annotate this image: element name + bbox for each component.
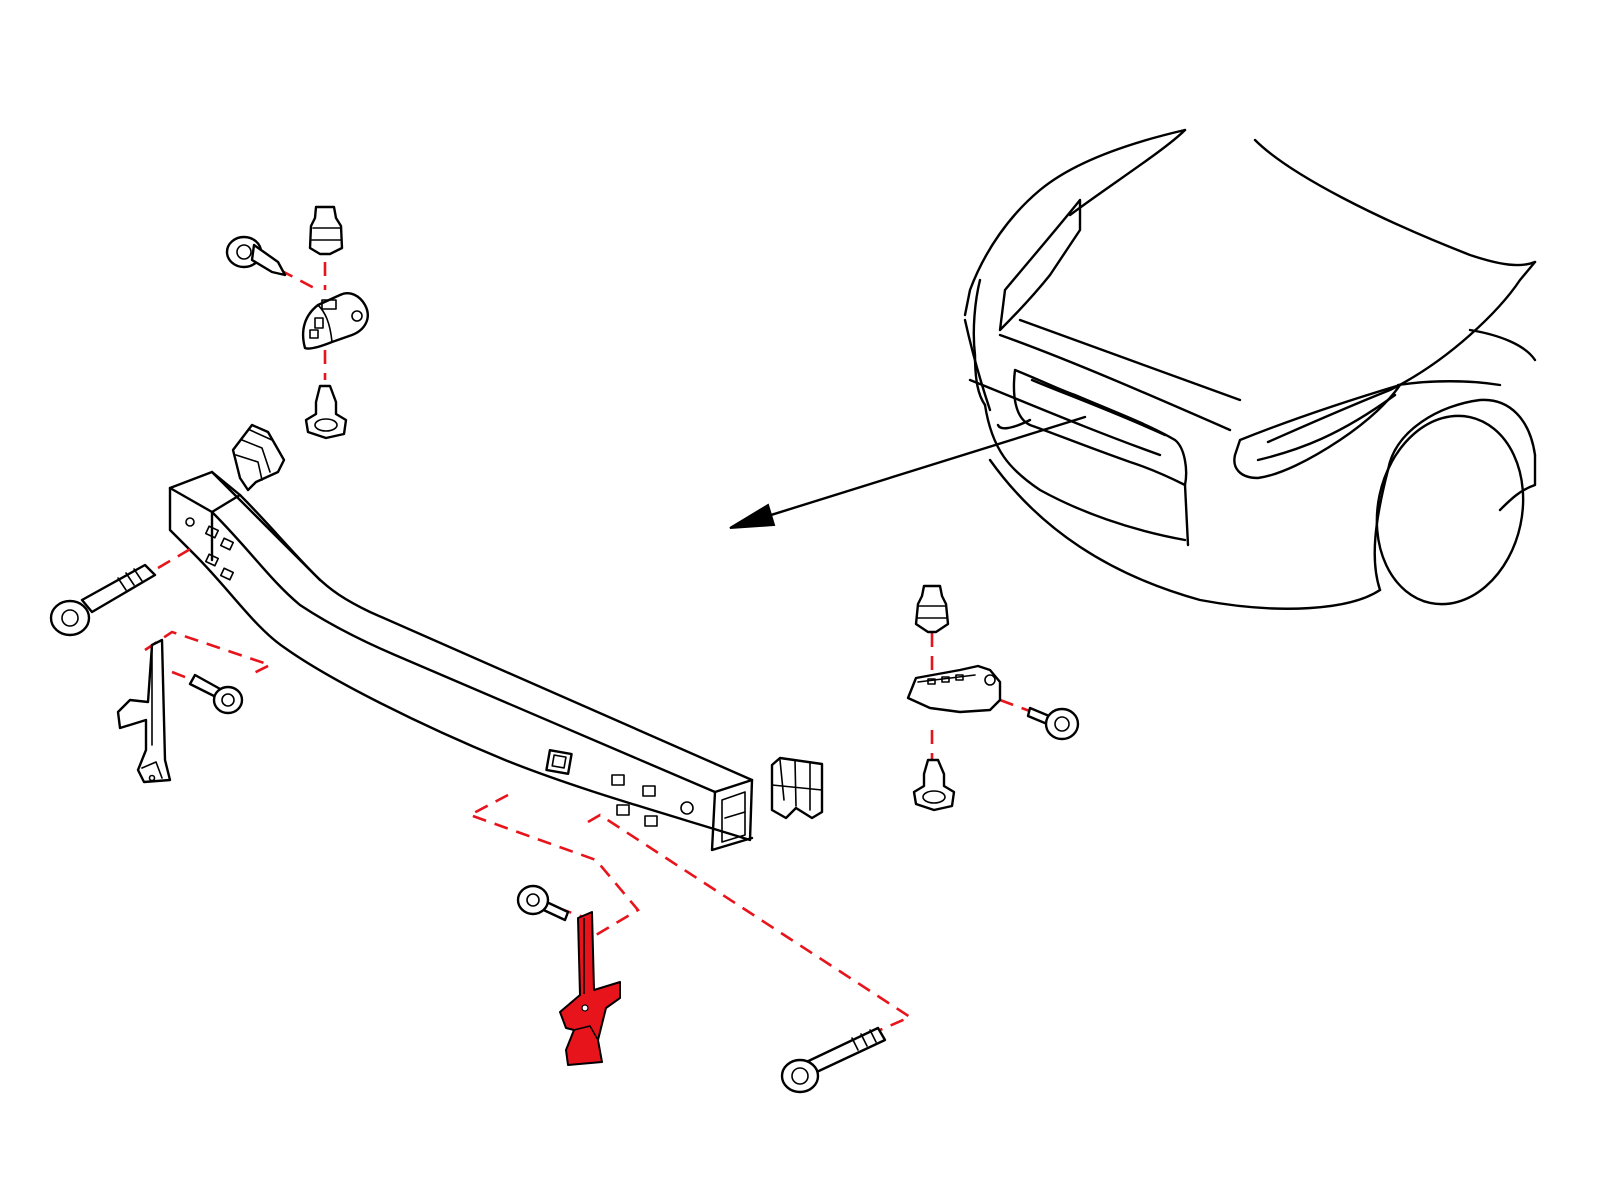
left-crush-spacer [231, 423, 286, 492]
bumper-reinforcement-beam [168, 470, 754, 852]
left-lower-bracket [116, 638, 172, 784]
bolt-icon [225, 235, 287, 277]
right-crush-spacer [770, 756, 824, 820]
clip-icon [914, 584, 950, 634]
bolt-icon [188, 673, 244, 715]
clip-icon [308, 205, 344, 256]
clip-icon [304, 384, 348, 440]
bolt-icon [1026, 706, 1080, 741]
left-upper-mount-bracket [301, 291, 369, 350]
center-lower-bracket [559, 911, 621, 1066]
location-arrow [729, 415, 1087, 529]
bolt-icon [49, 563, 157, 637]
vehicle-front-outline [963, 128, 1537, 610]
bolt-icon [516, 884, 570, 922]
right-upper-mount-bracket [906, 664, 1002, 714]
bolt-icon [780, 1026, 887, 1094]
clip-icon [912, 758, 956, 812]
